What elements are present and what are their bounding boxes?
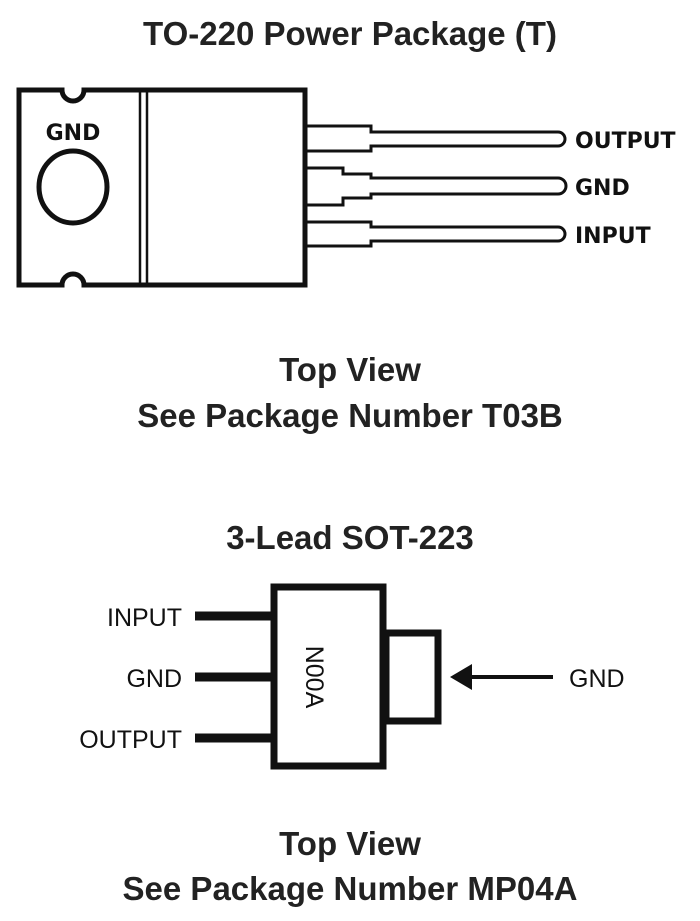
to220-pin-output bbox=[306, 124, 567, 153]
to220-caption-line1: Top View bbox=[279, 351, 421, 388]
sot223-tab bbox=[382, 629, 442, 725]
to220-pin-label: GND bbox=[575, 176, 630, 201]
sot223-marking: N00A bbox=[300, 646, 328, 709]
to220-tab-label: GND bbox=[46, 121, 101, 146]
sot223-caption-line1: Top View bbox=[279, 825, 421, 862]
sot223-tab-label: GND bbox=[569, 665, 625, 693]
mounting-hole bbox=[36, 148, 110, 226]
arrow-left-icon bbox=[450, 664, 472, 690]
to220-caption-line2: See Package Number T03B bbox=[137, 397, 563, 434]
sot223-pin-label: OUTPUT bbox=[79, 726, 182, 754]
sot223-pin-label: GND bbox=[126, 665, 182, 693]
to220-pin-gnd bbox=[306, 166, 568, 207]
sot223-caption-line2: See Package Number MP04A bbox=[123, 870, 578, 907]
to220-pin-label: INPUT bbox=[575, 224, 651, 249]
sot223-title: 3-Lead SOT-223 bbox=[226, 519, 474, 556]
sot223-pin-label: INPUT bbox=[107, 604, 182, 632]
sot223-package bbox=[195, 583, 553, 770]
to220-package bbox=[16, 87, 568, 288]
to220-title: TO-220 Power Package (T) bbox=[143, 15, 557, 52]
to220-pin-input bbox=[306, 220, 567, 248]
to220-pin-label: OUTPUT bbox=[575, 129, 676, 154]
to220-body bbox=[16, 87, 308, 288]
